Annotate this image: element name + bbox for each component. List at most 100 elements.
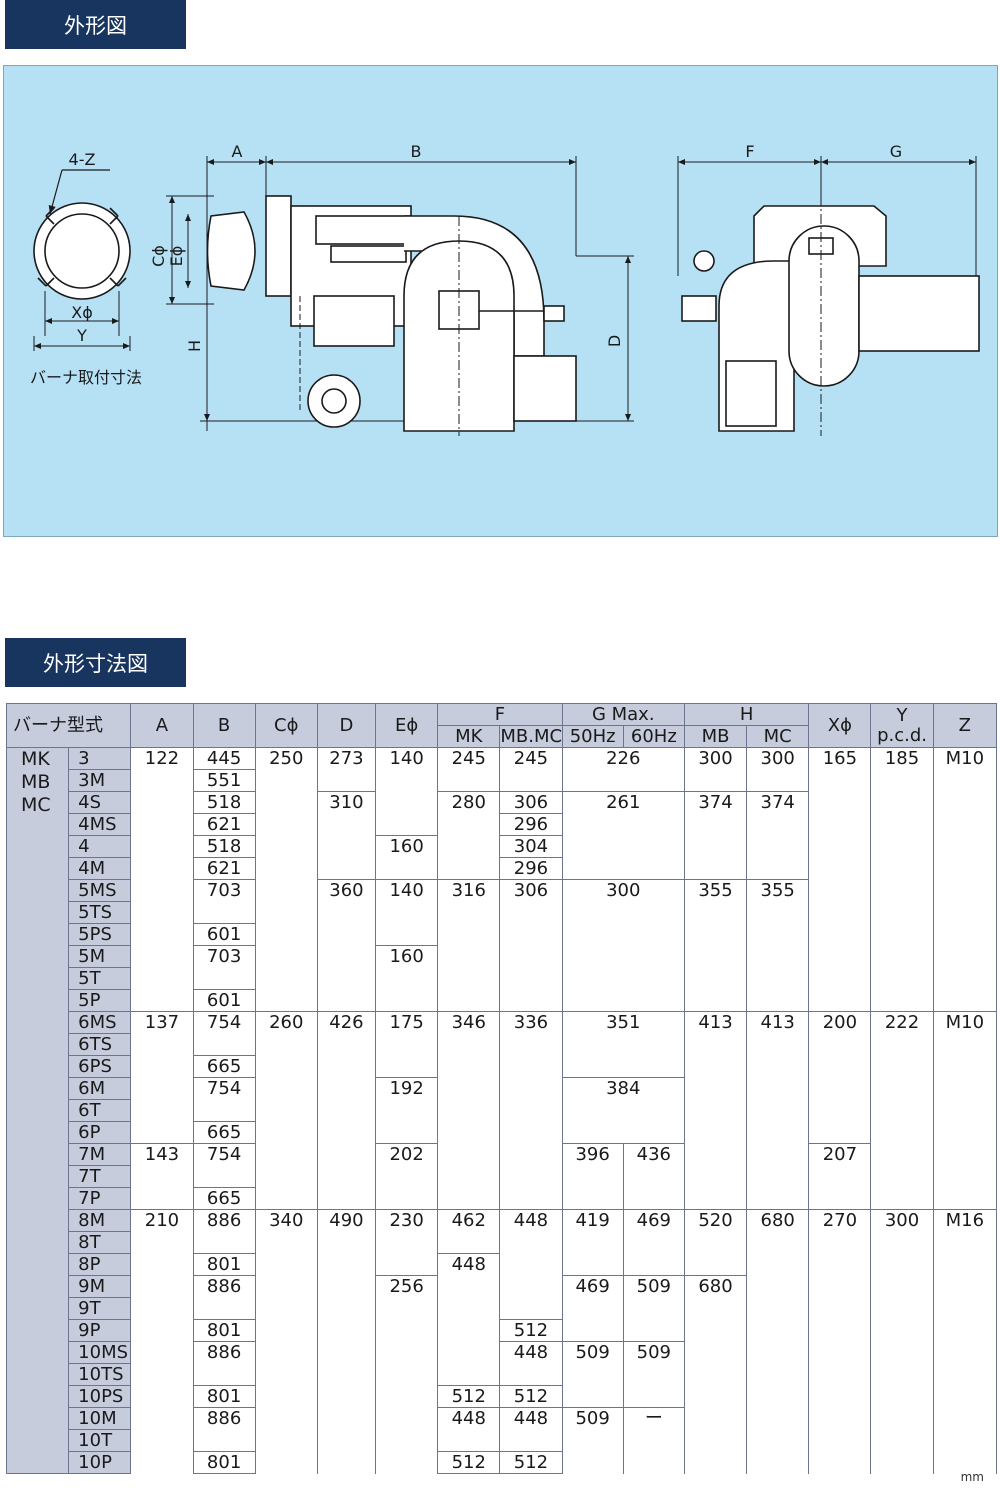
cell-f-mbmc: 306 bbox=[499, 791, 563, 814]
cell-b: 551 bbox=[193, 769, 256, 792]
cell-b: 703 bbox=[193, 945, 256, 990]
cell-b: 801 bbox=[193, 1253, 256, 1276]
cell-f-mk: 512 bbox=[437, 1451, 501, 1474]
cell-g-50hz: 509 bbox=[562, 1407, 624, 1474]
cell-b: 886 bbox=[193, 1275, 256, 1320]
model-cell: 3 bbox=[68, 747, 132, 770]
cell-f-mk: 280 bbox=[437, 791, 501, 880]
cell-f-mk: 512 bbox=[437, 1385, 501, 1408]
cell-e: 256 bbox=[375, 1275, 439, 1474]
cell-d: 426 bbox=[317, 1011, 377, 1210]
cell-b: 621 bbox=[193, 813, 256, 836]
cell-e: 140 bbox=[375, 747, 439, 836]
cell-h-mc: 300 bbox=[746, 747, 810, 792]
cell-g-50hz: 419 bbox=[562, 1209, 624, 1276]
model-cell: 10P bbox=[68, 1451, 132, 1474]
cell-b: 754 bbox=[193, 1143, 256, 1188]
cell-c: 340 bbox=[255, 1209, 318, 1474]
cell-h-mb: 680 bbox=[684, 1275, 748, 1474]
header-model: バーナ型式 bbox=[5, 703, 132, 748]
cell-b: 518 bbox=[193, 791, 256, 814]
header-h-mb: MB bbox=[683, 725, 748, 748]
cell-g-60hz: 509 bbox=[623, 1341, 685, 1408]
cell-x: 200 bbox=[808, 1011, 872, 1144]
model-cell: 6MS bbox=[68, 1011, 132, 1034]
cell-a: 137 bbox=[130, 1011, 194, 1144]
model-cell: 5PS bbox=[68, 923, 132, 946]
cell-b: 665 bbox=[193, 1055, 256, 1078]
cell-b: 886 bbox=[193, 1407, 256, 1452]
model-cell: 5MS bbox=[68, 879, 132, 902]
cell-f-mbmc: 512 bbox=[499, 1451, 563, 1474]
cell-f-mk: 448 bbox=[437, 1407, 501, 1452]
cell-h-mb: 300 bbox=[684, 747, 748, 792]
model-cell: 10M bbox=[68, 1407, 132, 1430]
section-title-dimensions: 外形寸法図 bbox=[5, 638, 186, 687]
model-cell: 10MS bbox=[68, 1341, 132, 1364]
model-cell: 8T bbox=[68, 1231, 132, 1254]
header-a: A bbox=[130, 703, 194, 748]
cell-f-mbmc: 448 bbox=[499, 1407, 563, 1452]
cell-c: 250 bbox=[255, 747, 318, 1012]
section-title-outline: 外形図 bbox=[5, 0, 186, 49]
header-h-mc: MC bbox=[746, 725, 810, 748]
header-e: Eϕ bbox=[375, 703, 439, 748]
model-cell: 7M bbox=[68, 1143, 132, 1166]
model-cell: 10TS bbox=[68, 1363, 132, 1386]
cell-h-mc: 680 bbox=[746, 1209, 810, 1474]
cell-e: 202 bbox=[375, 1143, 439, 1210]
cell-f-mk: 245 bbox=[437, 747, 501, 792]
cell-b: 801 bbox=[193, 1319, 256, 1342]
header-f-mk: MK bbox=[437, 725, 501, 748]
cell-g: 351 bbox=[562, 1011, 685, 1078]
cell-b: 621 bbox=[193, 857, 256, 880]
cell-y: 185 bbox=[870, 747, 934, 1012]
header-c: Cϕ bbox=[254, 703, 318, 748]
cell-f-mbmc: 296 bbox=[499, 857, 563, 880]
model-cell: 4M bbox=[68, 857, 132, 880]
header-x: Xϕ bbox=[808, 703, 872, 748]
cell-b: 801 bbox=[193, 1451, 256, 1474]
cell-a: 143 bbox=[130, 1143, 194, 1210]
series-cell: MK MB MC bbox=[5, 747, 70, 1474]
cell-g-50hz: 509 bbox=[562, 1341, 624, 1408]
model-cell: 6P bbox=[68, 1121, 132, 1144]
model-cell: 8M bbox=[68, 1209, 132, 1232]
header-h: H bbox=[683, 703, 810, 726]
label-y: Y bbox=[76, 326, 87, 345]
cell-e: 230 bbox=[375, 1209, 439, 1276]
flange-view bbox=[33, 169, 131, 351]
cell-e: 175 bbox=[375, 1011, 439, 1078]
cell-g-50hz: 396 bbox=[562, 1143, 624, 1210]
cell-a: 210 bbox=[130, 1209, 194, 1474]
cell-b: 665 bbox=[193, 1121, 256, 1144]
side-view bbox=[166, 156, 634, 436]
model-cell: 7T bbox=[68, 1165, 132, 1188]
cell-d: 490 bbox=[317, 1209, 377, 1474]
cell-f-mbmc: 448 bbox=[499, 1341, 563, 1386]
label-d: D bbox=[605, 335, 624, 347]
header-g-50hz: 50Hz bbox=[561, 725, 624, 748]
cell-f-mbmc: 448 bbox=[499, 1209, 563, 1320]
label-a: A bbox=[232, 142, 243, 161]
model-cell: 5TS bbox=[68, 901, 132, 924]
cell-b: 703 bbox=[193, 879, 256, 924]
cell-f-mbmc: 304 bbox=[499, 835, 563, 858]
cell-g-60hz: 436 bbox=[623, 1143, 685, 1210]
cell-g: 261 bbox=[562, 791, 685, 880]
cell-g: 226 bbox=[562, 747, 685, 792]
cell-f-mk: 462 bbox=[437, 1209, 501, 1254]
front-view bbox=[677, 156, 980, 436]
series-mk: MK bbox=[21, 748, 50, 770]
label-g: G bbox=[890, 142, 902, 161]
cell-g: 300 bbox=[562, 879, 685, 1012]
model-cell: 5P bbox=[68, 989, 132, 1012]
cell-f-mbmc: 306 bbox=[499, 879, 563, 1012]
series-mb: MB bbox=[21, 771, 51, 793]
model-cell: 4MS bbox=[68, 813, 132, 836]
header-b: B bbox=[192, 703, 256, 748]
cell-g-60hz: ー bbox=[623, 1407, 685, 1474]
cell-e: 140 bbox=[375, 879, 439, 946]
cell-e: 192 bbox=[375, 1077, 439, 1144]
